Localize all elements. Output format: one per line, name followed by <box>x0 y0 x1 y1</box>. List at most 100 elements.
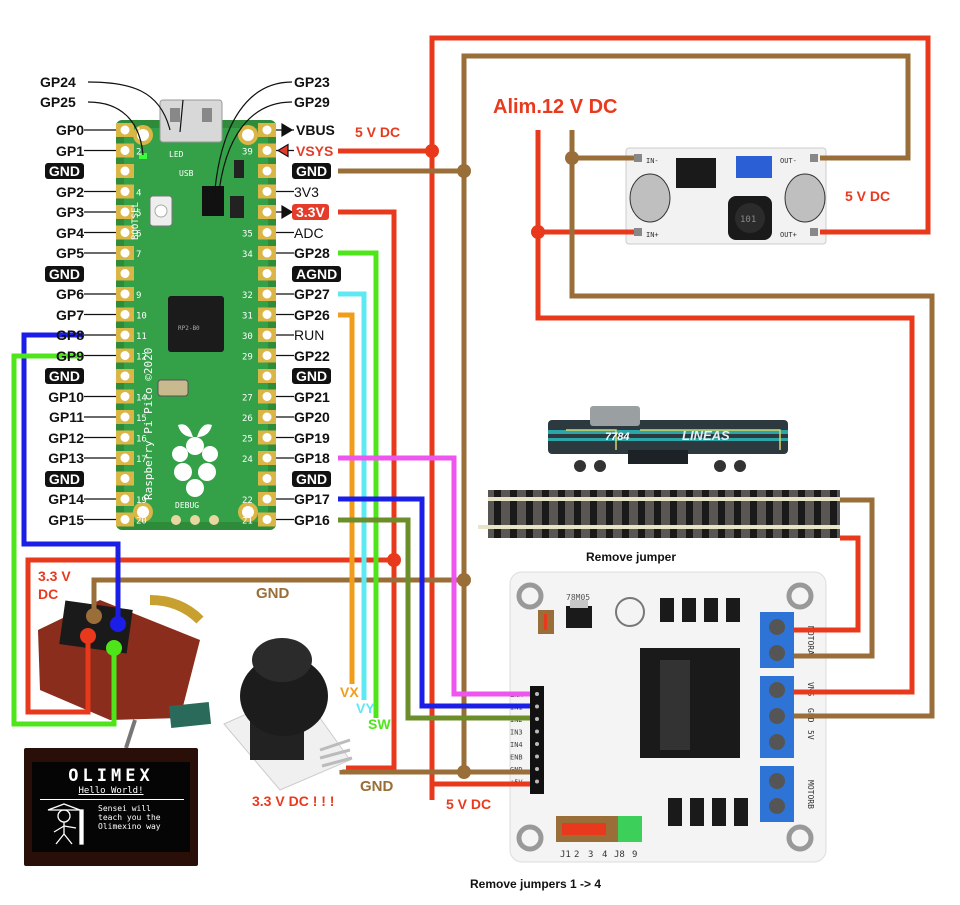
loco-number: 7784 <box>605 431 629 443</box>
pin-number-left: 7 <box>136 250 141 260</box>
track-sleeper <box>798 490 805 538</box>
pin-number-right: 25 <box>242 435 253 445</box>
joystick-module <box>223 638 353 791</box>
reg-pin-in-plus: IN+ <box>646 231 659 239</box>
header-pin-in3: IN3 <box>510 729 523 737</box>
pin-label-left-gp8: GP8 <box>55 327 84 343</box>
pin-label-left-gnd: GND <box>44 470 84 487</box>
wire-gp16-in2 <box>338 517 530 721</box>
3v3-arrow-icon <box>281 204 294 220</box>
track-sleeper <box>494 490 501 538</box>
pin-label-right-run: RUN <box>294 327 325 343</box>
pin-number-left: 10 <box>136 312 147 322</box>
sensei-stick-figure-icon <box>47 803 84 845</box>
usb-connector <box>159 99 223 143</box>
wire-junction <box>531 225 545 239</box>
terminal-motorb: MOTORB <box>806 780 815 809</box>
track-sleeper <box>638 490 645 538</box>
pin-number-right: 26 <box>242 414 253 424</box>
regulator-78m05: 78M05 <box>566 593 590 602</box>
wire-junction <box>425 144 439 158</box>
pin-label-top-gp24: GP24 <box>40 74 76 90</box>
track-sleeper <box>814 490 821 538</box>
pin-label-left-gp15: GP15 <box>48 511 84 528</box>
pin-label-right-adc: ADC <box>294 224 324 241</box>
wire-gnd-joystick <box>339 769 500 775</box>
pin-number-left: 19 <box>136 496 147 506</box>
pin-label-right-3v3: 3V3 <box>294 183 319 200</box>
track-sleeper <box>622 490 629 538</box>
header-connection-dot <box>106 640 122 656</box>
pin-label-right-gnd: GND <box>292 470 332 487</box>
motor-driver-board <box>509 571 827 863</box>
jumper-label: 2 <box>574 850 579 860</box>
rp2040-chip <box>168 296 224 352</box>
pin-number-left: 11 <box>136 332 147 342</box>
oled-display: OLIMEX Hello World! Sensei will teach yo… <box>24 748 198 866</box>
jumper-label: 3 <box>588 850 593 860</box>
note-alim-12v: Alim.12 V DC <box>493 96 618 118</box>
track-sleeper <box>718 490 725 538</box>
note-oled-3v3: 3.3 V <box>38 568 71 584</box>
track-sleeper <box>670 490 677 538</box>
pin-number-left: 20 <box>136 517 147 527</box>
rail-track <box>478 490 840 538</box>
pin-number-left: 9 <box>136 291 141 301</box>
note-pico-5v: 5 V DC <box>355 124 401 140</box>
wire-junction <box>457 573 471 587</box>
wire-3v3-oled <box>25 557 394 715</box>
inductor-text: 101 <box>740 215 756 225</box>
loco-brand: LINEAS <box>682 428 730 443</box>
track-sleeper <box>734 490 741 538</box>
wire-gnd-bus-top <box>461 53 911 768</box>
pin-label-right-gp20: GP20 <box>294 409 330 425</box>
reg-pin-out-minus: OUT- <box>780 157 797 165</box>
header-pin-in4: IN4 <box>510 741 523 749</box>
wire-junction <box>457 765 471 779</box>
wire-gp8-sda <box>21 332 121 620</box>
oled-message: Sensei will teach you the Olimexino way <box>98 804 161 831</box>
note-joystick-3v3: 3.3 V DC ! ! ! <box>252 793 335 809</box>
track-sleeper <box>542 490 549 538</box>
pin-label-right-gp17: GP17 <box>294 491 330 507</box>
pin-label-left-gp2: GP2 <box>55 183 84 200</box>
pin-label-left-gp5: GP5 <box>55 245 84 261</box>
pin-label-right-gp16: GP16 <box>294 511 330 528</box>
track-sleeper <box>654 490 661 538</box>
track-sleeper <box>606 490 613 538</box>
wire-gp26-vx <box>338 312 355 684</box>
pin-number-left: 4 <box>136 189 141 199</box>
track-sleeper <box>750 490 757 538</box>
jumper-label: J8 <box>614 850 625 860</box>
led-silkscreen: LED <box>169 150 184 159</box>
debug-silkscreen: DEBUG <box>175 501 199 510</box>
note-driver-5v: 5 V DC <box>446 796 492 812</box>
pin-number-left: 17 <box>136 455 147 465</box>
pin-number-right: 21 <box>242 517 253 527</box>
oled-subtitle: Hello World! <box>78 786 144 796</box>
track-sleeper <box>510 490 517 538</box>
track-sleeper <box>686 490 693 538</box>
pin-label-left-gnd: GND <box>44 368 84 384</box>
led-indicator <box>139 153 147 159</box>
pin-number-left: 14 <box>136 394 147 404</box>
pin-label-left-gp10: GP10 <box>48 388 84 405</box>
pin-label-right-gp28: GP28 <box>294 245 330 261</box>
track-sleeper <box>558 490 565 538</box>
pin-label-left-gp9: GP9 <box>55 347 84 364</box>
pin-label-right-vbus: VBUS <box>296 122 335 138</box>
pin-label-right-gnd: GND <box>292 163 332 179</box>
vsys-arrow-icon <box>276 143 289 158</box>
pin-label-right-gp26: GP26 <box>294 306 330 323</box>
raspberry-logo <box>172 424 218 497</box>
vbus-arrow-icon <box>281 122 294 138</box>
pin-number-left: 2 <box>136 148 141 158</box>
header-connection-dot <box>110 616 126 632</box>
track-sleeper <box>766 490 773 538</box>
pin-label-right-gnd: GND <box>292 368 332 384</box>
pin-label-left-gnd: GND <box>44 265 84 282</box>
pin-label-left-gp13: GP13 <box>48 450 84 466</box>
header-pin-enb: ENB <box>510 754 523 762</box>
